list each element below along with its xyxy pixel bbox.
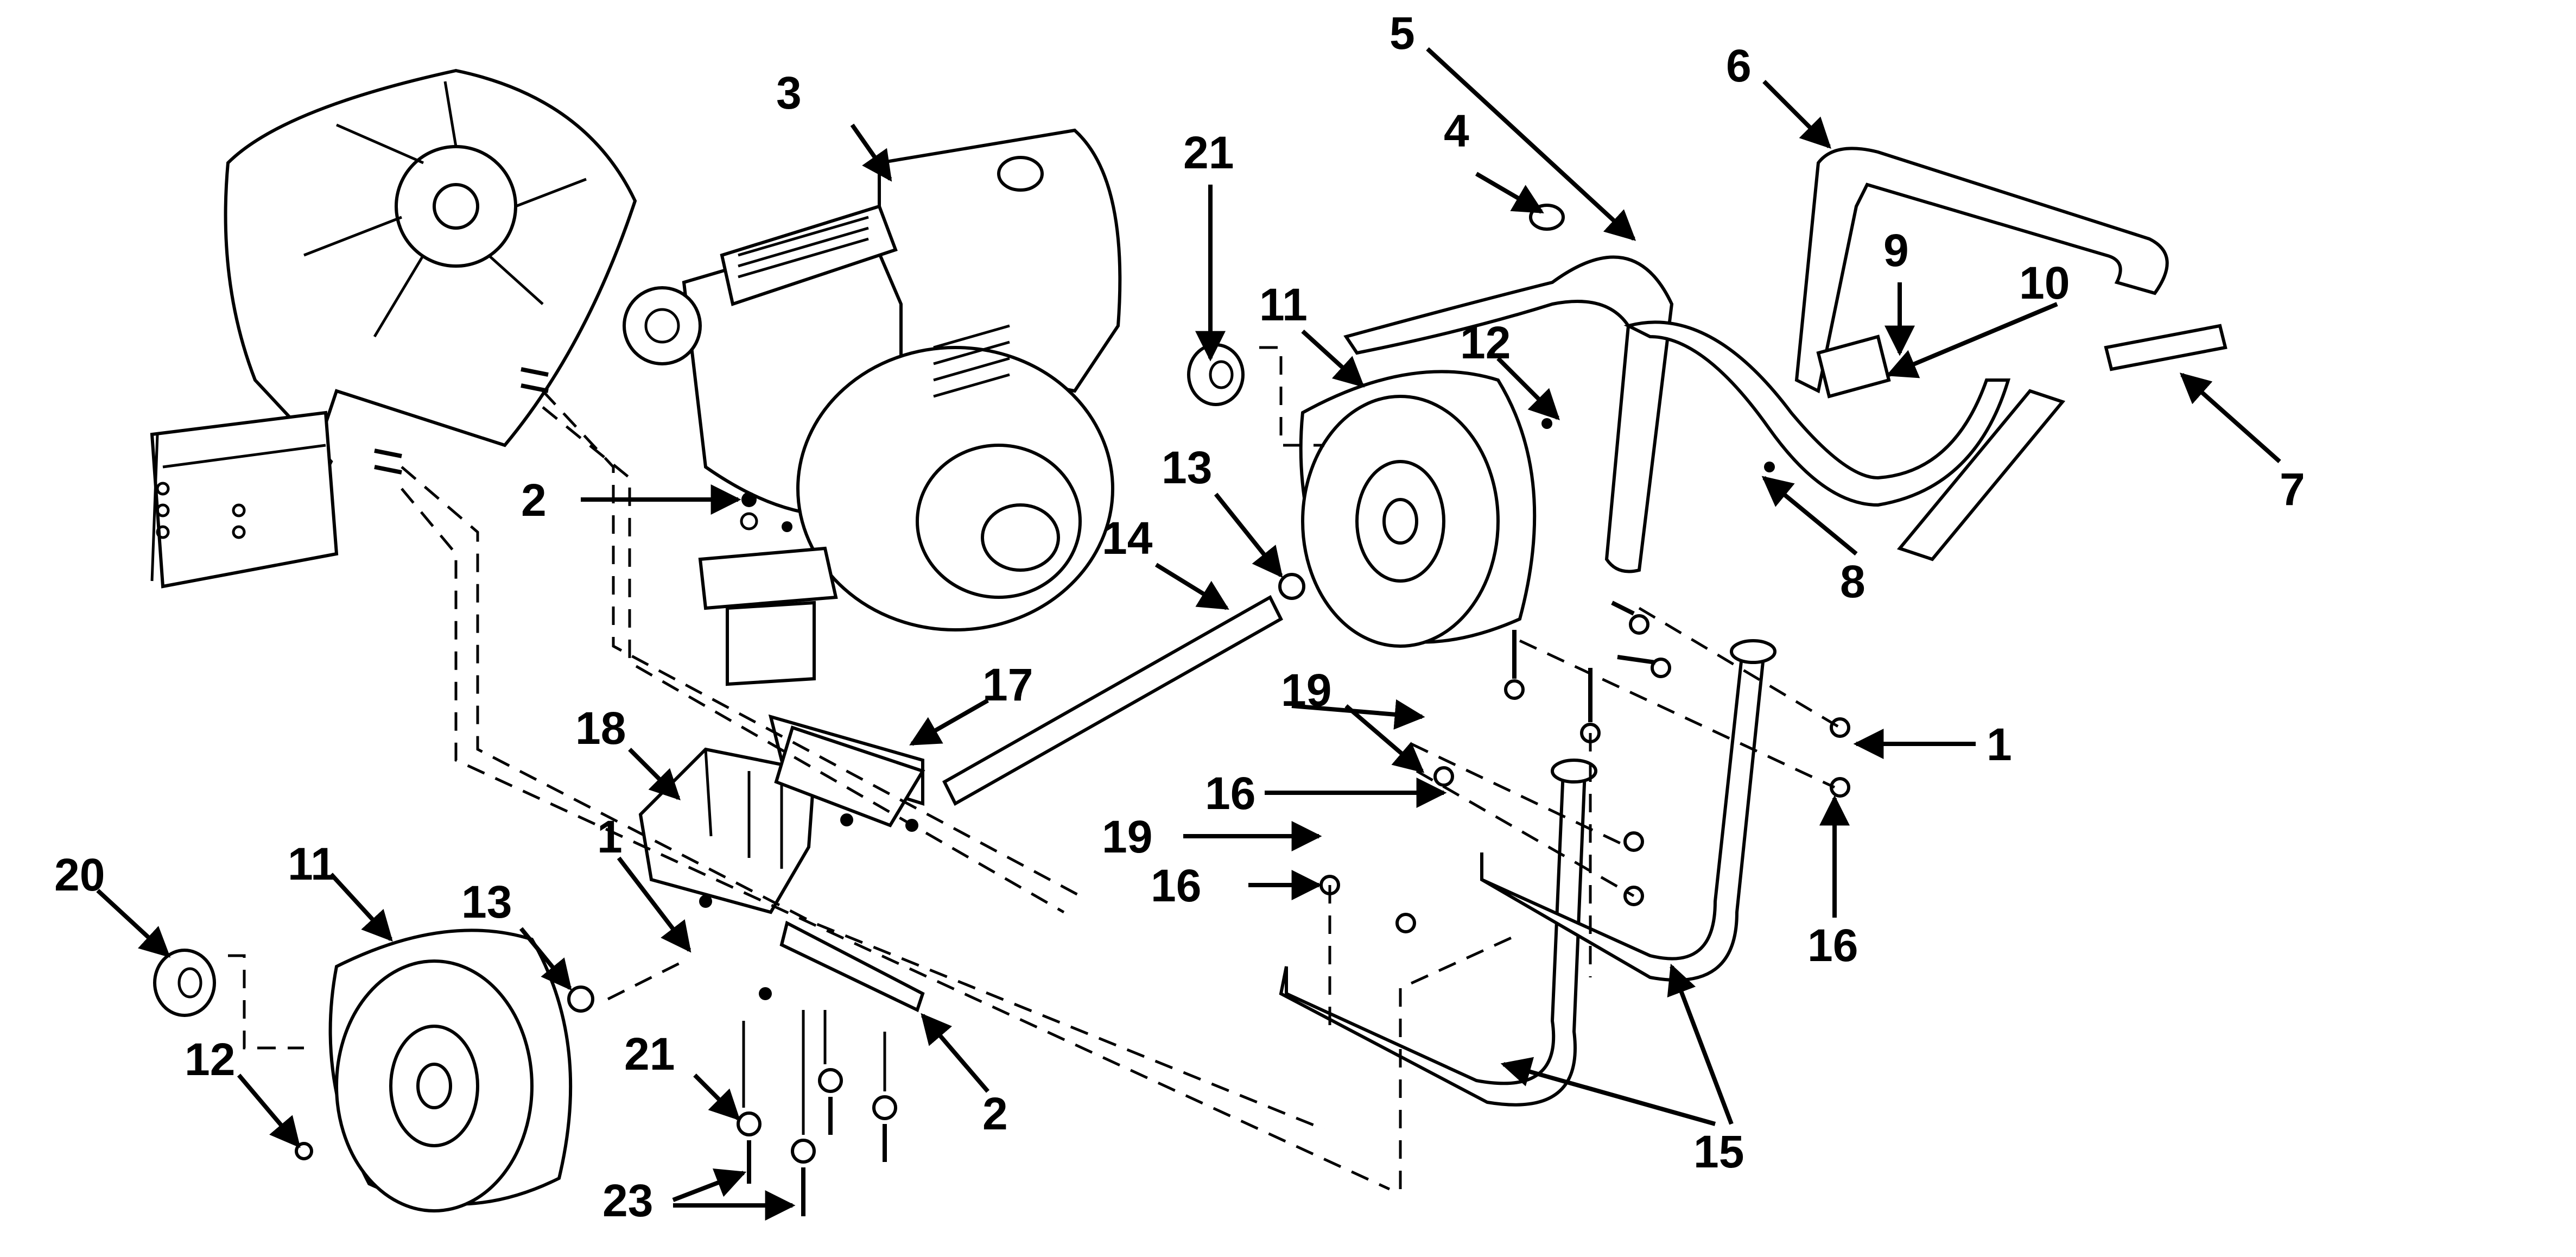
callout-16: 16 [1151,860,1201,911]
bolt-hardware [737,1010,897,1216]
callout-7: 7 [2280,464,2305,515]
callout-13: 13 [461,876,512,927]
callout-9: 9 [1883,225,1909,276]
callout-1: 1 [1987,719,2012,770]
wheel-icon [1299,370,1537,648]
callout-19: 19 [1102,811,1152,862]
engine-icon [623,128,1122,686]
callout-8: 8 [1840,556,1866,607]
callout-2: 2 [982,1088,1008,1139]
callout-3: 3 [776,67,802,118]
callout-12: 12 [185,1034,235,1085]
callout-1: 1 [597,811,623,862]
callout-4: 4 [1444,105,1469,156]
callout-11: 11 [1259,279,1308,330]
callout-2: 2 [521,475,547,526]
bracket-icon [638,714,925,1013]
callout-12: 12 [1460,317,1511,368]
callout-16: 16 [1205,768,1255,819]
callout-13: 13 [1162,442,1212,493]
handle-icon [1343,147,2228,573]
callout-14: 14 [1102,513,1153,564]
blower-housing-icon [150,68,637,589]
callout-10: 10 [2019,257,2070,308]
callout-21: 21 [1183,127,1234,178]
callout-17: 17 [982,659,1033,710]
stud-bolts [374,367,549,475]
axle-icon [942,573,1305,806]
assembly-guide-lines [401,390,1841,1191]
callout-11: 11 [288,838,336,889]
hub-cap-left [153,949,594,1160]
callout-19: 19 [1281,665,1331,716]
callout-15: 15 [1693,1126,1744,1177]
callout-18: 18 [575,703,626,754]
callout-23: 23 [602,1175,653,1226]
callout-leaders [96,47,2281,1221]
callout-6: 6 [1726,40,1752,91]
callout-16: 16 [1807,920,1858,971]
callout-5: 5 [1389,8,1415,59]
callout-21: 21 [624,1028,675,1079]
callout-20: 20 [54,849,105,900]
callout-labels: 3 21 4 5 6 7 8 9 10 11 12 13 14 2 1 16 1… [54,8,2305,1226]
wheel-icon [328,928,573,1212]
